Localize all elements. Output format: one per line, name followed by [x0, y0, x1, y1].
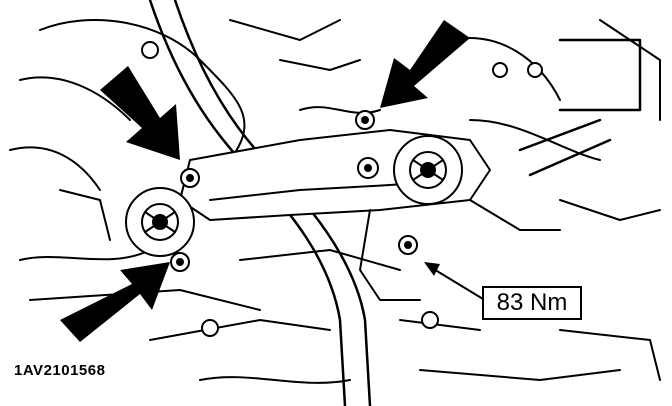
arrow-pointer-icon	[380, 20, 470, 108]
right-isolator	[393, 135, 463, 205]
arrow-pointer-icon	[100, 66, 180, 160]
left-isolator	[125, 187, 195, 257]
torque-callout-label: 83 Nm	[496, 289, 568, 316]
mount-bolts	[141, 41, 543, 337]
arrow-pointer-icon	[60, 262, 170, 342]
torque-callout-box: 83 Nm	[482, 286, 582, 320]
engine-background-lines	[9, 19, 661, 384]
figure-id-label: 1AV2101568	[14, 362, 106, 379]
leader-line-arrow-icon	[424, 262, 489, 303]
pointer-arrows	[60, 20, 470, 342]
